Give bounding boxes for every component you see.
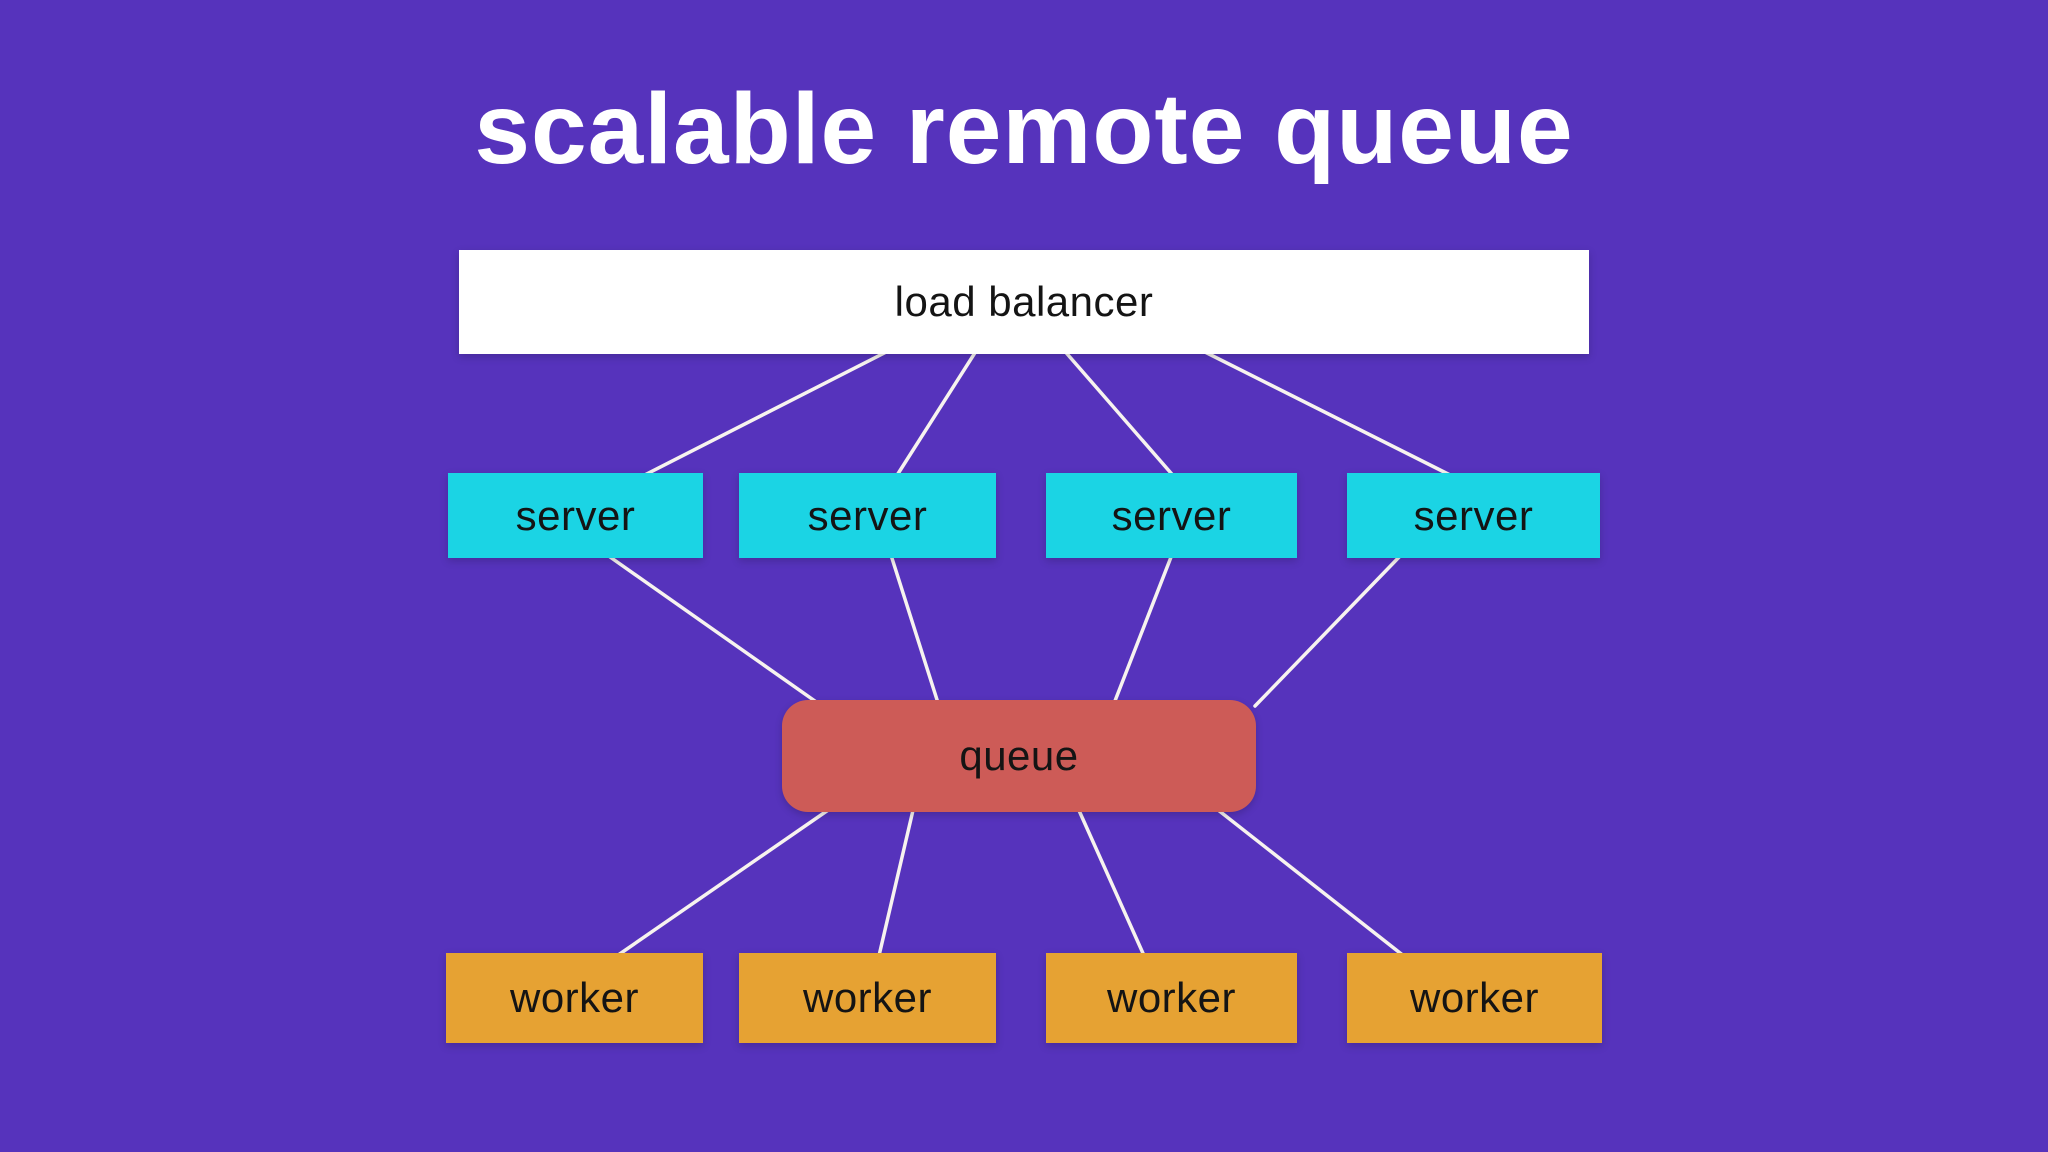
node-server-3: server	[1046, 473, 1297, 558]
edge-server-1-to-queue	[601, 550, 824, 708]
node-server-2: server	[739, 473, 996, 558]
edge-load-balancer-to-server-2	[892, 346, 980, 482]
node-label-server-1: server	[515, 491, 636, 539]
node-label-worker-3: worker	[1106, 974, 1237, 1021]
node-label-server-2: server	[807, 491, 928, 539]
node-queue: queue	[782, 700, 1256, 812]
node-label-server-3: server	[1111, 491, 1232, 539]
edge-queue-to-worker-4	[1211, 804, 1411, 962]
edge-load-balancer-to-server-4	[1195, 346, 1462, 482]
node-load-balancer: load balancer	[459, 250, 1589, 354]
edge-queue-to-worker-3	[1075, 804, 1148, 962]
edge-queue-to-worker-1	[609, 804, 836, 962]
node-label-worker-1: worker	[509, 974, 640, 1021]
edge-load-balancer-to-server-1	[633, 346, 896, 482]
diagram-title: scalable remote queue	[474, 73, 1574, 185]
edge-server-2-to-queue	[888, 550, 941, 708]
node-label-server-4: server	[1413, 491, 1534, 539]
node-worker-3: worker	[1046, 953, 1297, 1043]
node-worker-2: worker	[739, 953, 996, 1043]
node-server-1: server	[448, 473, 703, 558]
node-label-queue: queue	[959, 732, 1079, 779]
edge-server-3-to-queue	[1111, 550, 1175, 708]
node-label-worker-2: worker	[802, 974, 933, 1021]
edge-queue-to-worker-2	[876, 804, 916, 962]
node-worker-4: worker	[1347, 953, 1602, 1043]
node-label-load-balancer: load balancer	[894, 278, 1154, 325]
node-label-worker-4: worker	[1409, 974, 1540, 1021]
edge-server-4-to-queue	[1253, 550, 1406, 708]
node-server-4: server	[1347, 473, 1600, 558]
edge-load-balancer-to-server-3	[1060, 346, 1179, 482]
node-worker-1: worker	[446, 953, 703, 1043]
